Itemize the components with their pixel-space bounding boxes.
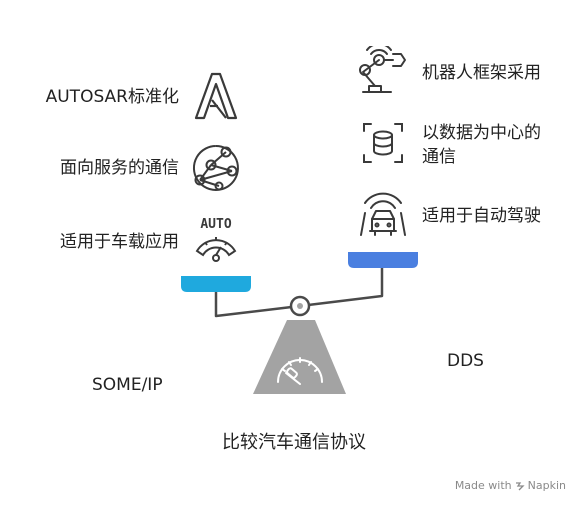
fulcrum <box>253 320 346 394</box>
right-feature-2-label-line1: 以数据为中心的 <box>422 123 541 143</box>
data-center-icon <box>358 118 408 168</box>
right-protocol-name: DDS <box>447 351 484 371</box>
watermark-brand: Napkin <box>527 479 566 492</box>
autonomous-car-icon <box>357 191 409 241</box>
left-feature-2-label: 面向服务的通信 <box>60 158 179 178</box>
left-protocol-name: SOME/IP <box>92 375 163 395</box>
auto-gauge-icon: AUTO <box>191 215 241 265</box>
autosar-logo-icon <box>192 70 240 122</box>
napkin-watermark: Made with Napkin <box>455 479 566 492</box>
left-feature-3-label: 适用于车载应用 <box>60 232 179 252</box>
napkin-logo-icon <box>515 481 525 490</box>
right-feature-2-label-line2: 通信 <box>422 147 456 167</box>
network-nodes-icon <box>191 143 241 193</box>
robot-arm-icon <box>357 46 409 96</box>
watermark-made-with: Made with <box>454 479 512 492</box>
left-feature-1-label: AUTOSAR标准化 <box>45 87 179 107</box>
right-pan <box>348 252 418 268</box>
right-feature-1-label: 机器人框架采用 <box>422 63 541 83</box>
right-feature-3-label: 适用于自动驾驶 <box>422 206 541 226</box>
left-pan <box>181 276 251 292</box>
gauge-text: AUTO <box>200 217 231 232</box>
diagram-title: 比较汽车通信协议 <box>222 432 366 453</box>
fulcrum-gauge-icon <box>277 357 323 385</box>
